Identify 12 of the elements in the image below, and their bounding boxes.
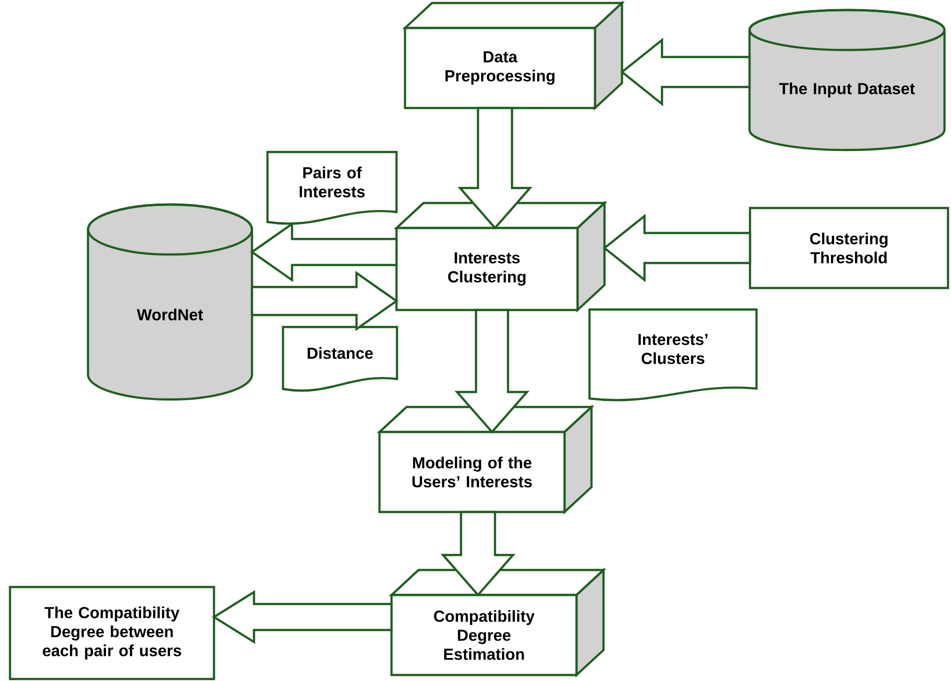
block-arrow xyxy=(620,38,751,106)
database-cylinder: WordNet xyxy=(86,203,254,401)
block-arrow xyxy=(250,270,398,332)
block-arrow xyxy=(602,214,752,282)
database-cylinder: The Input Dataset xyxy=(748,8,946,152)
block-arrow xyxy=(454,308,530,434)
block-arrow xyxy=(458,106,532,230)
block-arrow xyxy=(440,510,516,597)
process-box: The Compatibility Degree between each pair of users xyxy=(8,586,216,680)
block-arrow xyxy=(250,222,398,282)
block-arrow xyxy=(212,590,393,644)
process-box: Clustering Threshold xyxy=(748,206,950,290)
